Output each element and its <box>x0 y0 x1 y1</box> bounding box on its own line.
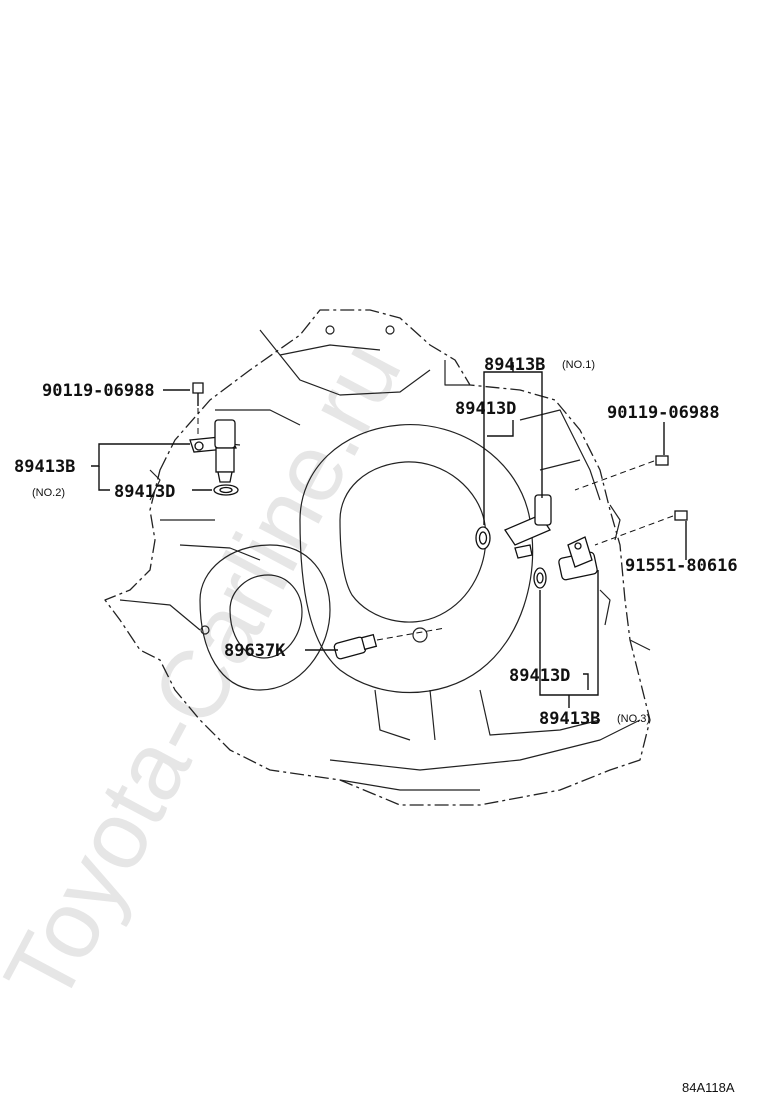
label-oring-no1: 89413D <box>455 399 516 419</box>
bolt-left <box>192 382 204 436</box>
speed-sensor-no2 <box>189 419 238 483</box>
label-sensor-no2: 89413B <box>14 457 75 477</box>
label-oring-no3: 89413D <box>509 666 570 686</box>
o-ring-no3 <box>533 567 547 589</box>
label-switch: 89637K <box>224 641 286 661</box>
svg-text:Toyota-Carline.ru: Toyota-Carline.ru <box>0 324 422 1020</box>
o-ring-no1 <box>475 526 491 550</box>
note-sensor-no1: (NO.1) <box>562 359 595 371</box>
note-sensor-no2: (NO.2) <box>32 487 65 499</box>
bolt-right <box>574 455 669 491</box>
label-oring-left: 89413D <box>114 482 175 502</box>
switch-89637k <box>333 627 446 660</box>
bolt-right-lower <box>594 510 688 546</box>
label-sensor-no3: 89413B <box>539 709 600 729</box>
watermark: Toyota-Carline.ru <box>0 324 422 1020</box>
label-bolt-left: 90119-06988 <box>42 381 155 401</box>
note-sensor-no3: (NO.3) <box>617 713 650 725</box>
label-bolt-right: 90119-06988 <box>607 403 720 423</box>
label-bolt-right-lower: 91551-80616 <box>625 556 738 576</box>
label-sensor-no1: 89413B <box>484 355 545 375</box>
o-ring-left <box>213 484 239 496</box>
speed-sensor-no1 <box>504 494 552 559</box>
diagram-code: 84A118A <box>682 1080 735 1095</box>
leader-lines <box>91 362 687 708</box>
transaxle-housing <box>104 309 651 806</box>
speed-sensor-no3 <box>558 536 598 581</box>
